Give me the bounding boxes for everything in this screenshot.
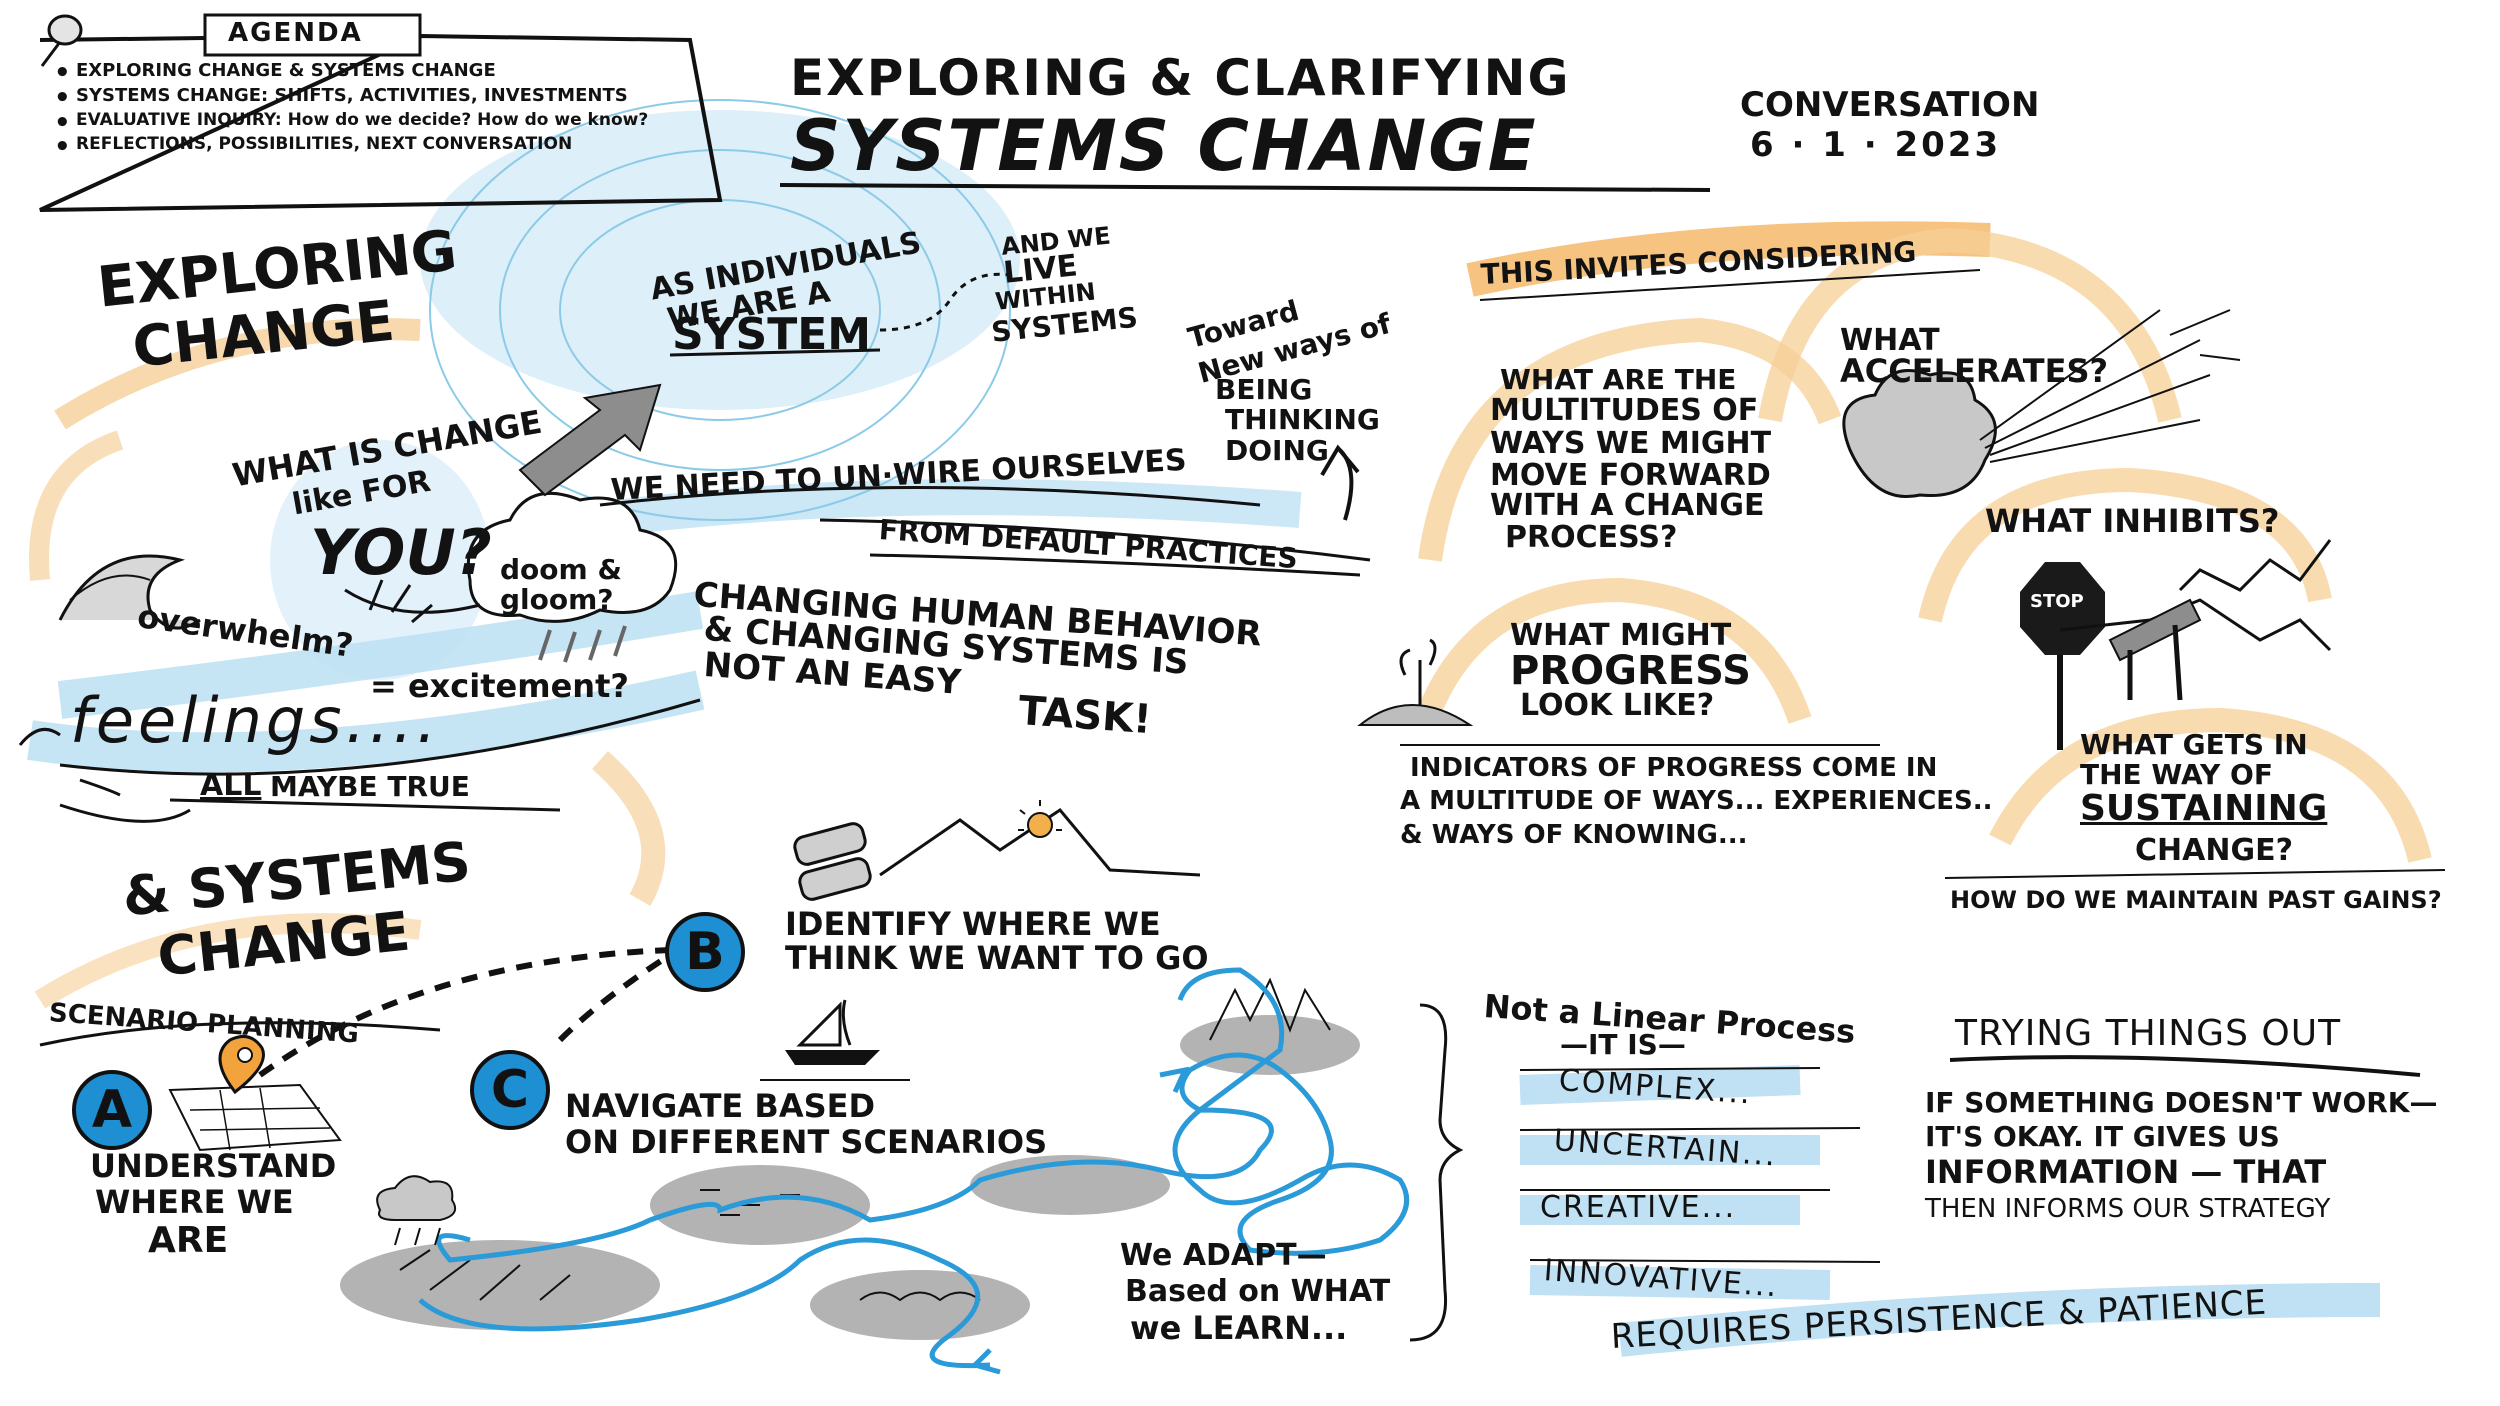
river-arrow-head — [1159, 1066, 1190, 1094]
all-word: ALL — [200, 768, 262, 803]
indicators-line3: & WAYS of KNOWING... — [1400, 820, 1748, 850]
doom-line2: gloom? — [500, 583, 614, 616]
agenda-item: EXPLORING CHANGE & SYSTEMS CHANGE — [50, 60, 648, 87]
navigate-line1: NAVIGATE BASED — [565, 1087, 876, 1125]
toward-doing: DOING — [1225, 434, 1329, 467]
trying-underline — [1949, 1055, 2421, 1077]
adapt-line2: Based on WHAT — [1125, 1274, 1391, 1309]
navigate-line2: ON DIFFERENT SCENARIOS — [565, 1123, 1048, 1161]
trying-line3: INFORMATION — THAT — [1925, 1153, 2327, 1191]
multitudes-line3: WAYS WE MIGHT — [1490, 426, 1772, 461]
you-word: YOU? — [310, 516, 492, 589]
trying-line1: IF SOMETHING DOESN'T WORK— — [1925, 1086, 2438, 1119]
dashed-connector — [879, 272, 1011, 332]
sprout-icon — [1357, 638, 1474, 726]
maintain-text: HOW DO WE MAINTAIN PAST GAINS? — [1950, 886, 2442, 914]
progress-line2: PROGRESS — [1510, 648, 1751, 694]
adapt-line3: we LEARN... — [1130, 1309, 1348, 1347]
inhibits-text: WHAT INHIBITS? — [1985, 502, 2280, 540]
agenda-item: SYSTEMS CHANGE: SHIFTS, ACTIVITIES, INVE… — [50, 85, 648, 112]
mountains-icon — [879, 800, 1201, 877]
process-subheading: —IT IS— — [1560, 1028, 1686, 1061]
cloud-icon — [466, 491, 678, 663]
progress-line1: WHAT MIGHT — [1510, 618, 1732, 653]
doom-line1: doom & — [500, 553, 622, 586]
ribbon-lines — [599, 486, 1371, 577]
multitudes-line5: with a CHANGE — [1490, 488, 1765, 523]
feelings-word: feelings.... — [70, 684, 441, 757]
process-lines — [1519, 1067, 1881, 1263]
system-word: SYSTEM — [672, 309, 872, 360]
considering-underline — [1479, 269, 1981, 301]
accelerates-line2: ACCELERATES? — [1840, 352, 2109, 390]
trying-line4: THEN INFORMS OUR STRATEGY — [1925, 1194, 2331, 1224]
wave-icon — [58, 554, 201, 630]
sustaining-line4: CHANGE? — [2135, 833, 2293, 868]
system-underline — [669, 348, 881, 357]
toward-thinking: THINKING — [1225, 403, 1380, 436]
identify-line2: THINK WE WANT TO GO — [785, 939, 1209, 977]
scenario-ribbon — [39, 1021, 441, 1047]
stop-sign-icon — [2020, 562, 2105, 750]
agenda-item: REFLECTIONS, POSSIBILITIES, NEXT CONVERS… — [50, 134, 648, 161]
process-item-creative: CREATIVE... — [1540, 1190, 1737, 1225]
you-underline — [344, 588, 481, 614]
sustaining-line3: SUSTAINING — [2080, 788, 2328, 829]
conversation-date: 6 · 1 · 2023 — [1750, 125, 2002, 165]
feelings-ribbon — [18, 698, 701, 823]
agenda-title-box — [203, 13, 422, 57]
identify-line1: IDENTIFY WHERE WE — [785, 905, 1161, 943]
map-pin-icon — [168, 1034, 342, 1152]
river-path-lower — [418, 1237, 991, 1369]
accelerates-line1: WHAT — [1840, 323, 1940, 358]
maintain-underline — [1944, 869, 2446, 879]
page-title-line2: SYSTEMS CHANGE — [790, 105, 1538, 187]
rain-cloud-icon — [376, 1175, 456, 1246]
multitudes-line6: PROCESS? — [1505, 520, 1678, 555]
changing-line4: TASK! — [1016, 688, 1154, 744]
accelerate-burst — [1842, 309, 2241, 498]
river-path[interactable] — [436, 967, 1410, 1263]
understand-line3: ARE — [148, 1220, 229, 1261]
title-underline — [779, 183, 1711, 192]
scenario-a-badge[interactable]: A — [72, 1070, 152, 1150]
binoculars-icon — [793, 822, 872, 901]
understand-line1: UNDERSTAND — [90, 1147, 337, 1185]
sailboat-icon — [760, 999, 910, 1081]
page-title-line1: EXPLORING & CLARIFYING — [790, 49, 1571, 107]
multitudes-line1: WHAT ARE the — [1500, 363, 1737, 396]
toward-being: BEING — [1215, 373, 1313, 406]
terrain-marks — [399, 977, 1331, 1302]
scenario-paths — [258, 947, 672, 1078]
indicators-line1: INDICATORS of PROGRESS COME IN — [1410, 753, 1938, 783]
up-arrow — [1320, 444, 1360, 521]
river-arrow-tail — [970, 1348, 1001, 1375]
barrier-icon — [2059, 539, 2332, 701]
pushpin-icon — [40, 14, 83, 67]
conversation-label: CONVERSATION — [1740, 85, 2040, 125]
trying-heading: TRYING THINGS OUT — [1955, 1013, 2342, 1054]
progress-line3: LOOK LIKE? — [1520, 688, 1715, 723]
agenda-item: EVALUATIVE INQUIRY: How do we decide? Ho… — [50, 110, 648, 137]
excitement-text: = excitement? — [370, 667, 629, 705]
scenario-b-badge[interactable]: B — [665, 912, 745, 992]
agenda-title: AGENDA — [228, 18, 363, 48]
understand-line2: WHERE WE — [95, 1183, 294, 1221]
sustaining-line2: the WAY of — [2080, 758, 2273, 791]
sustaining-line1: WHAT GETS in — [2080, 728, 2308, 761]
scenario-c-badge[interactable]: C — [470, 1050, 550, 1130]
maybe-true-text: MAYBE TRUE — [270, 770, 470, 803]
indicators-line2: A MULTITUDE of WAYS... EXPERIENCES.. — [1400, 786, 1993, 816]
multitudes-line2: MULTITUDES of — [1490, 393, 1759, 428]
agenda-list: EXPLORING CHANGE & SYSTEMS CHANGE SYSTEM… — [50, 60, 648, 161]
stop-sign-label: STOP — [2030, 591, 2084, 612]
up-right-arrow — [518, 383, 662, 497]
trying-line2: IT'S OKAY. IT GIVES US — [1925, 1120, 2280, 1153]
process-brace — [1409, 1003, 1464, 1342]
adapt-line1: We ADAPT— — [1120, 1238, 1327, 1273]
multitudes-line4: MOVE FORWARD — [1490, 458, 1771, 493]
